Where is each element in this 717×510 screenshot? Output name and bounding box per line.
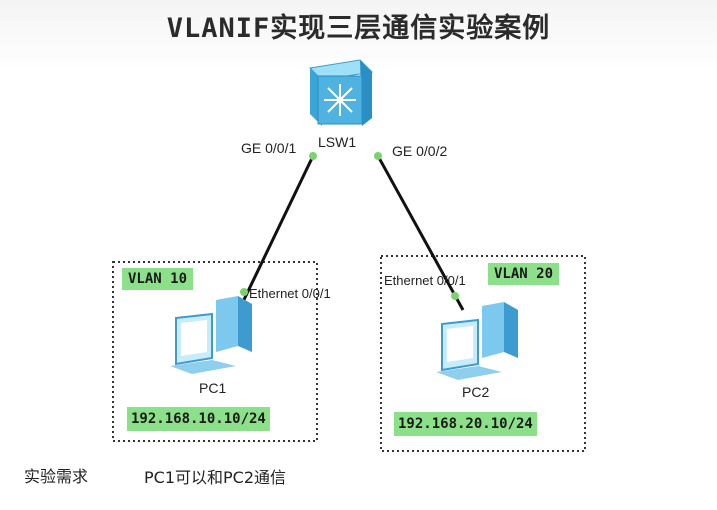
pc2-port-label: Ethernet 0/0/1 <box>384 273 466 288</box>
page-title: VLANIF实现三层通信实验案例 <box>166 13 551 44</box>
pc2-computer-icon[interactable] <box>436 302 518 380</box>
port-label-ge001: GE 0/0/1 <box>241 140 297 156</box>
port-dot-lsw1-ge002 <box>374 152 382 160</box>
switch-icon[interactable] <box>308 59 374 126</box>
requirement-label: 实验需求 <box>24 467 89 486</box>
port-label-ge002: GE 0/0/2 <box>392 143 448 159</box>
pc1-name-label: PC1 <box>199 380 227 396</box>
port-dot-lsw1-ge001 <box>309 152 317 160</box>
port-dot-pc1-eth <box>240 288 248 296</box>
pc1-ip-badge: 192.168.10.10/24 <box>127 407 270 431</box>
vlan10-badge: VLAN 10 <box>122 268 194 290</box>
link-lsw1-pc2 <box>376 155 465 311</box>
port-dot-pc2-eth <box>451 292 459 300</box>
pc2-ip-badge: 192.168.20.10/24 <box>394 412 537 436</box>
pc1-port-label: Ethernet 0/0/1 <box>249 286 331 301</box>
requirement-text: PC1可以和PC2通信 <box>144 468 287 487</box>
vlan20-badge: VLAN 20 <box>488 263 560 285</box>
pc1-computer-icon[interactable] <box>170 296 252 374</box>
vlan10-group-box <box>112 261 318 442</box>
switch-name-label: LSW1 <box>318 134 357 150</box>
pc2-name-label: PC2 <box>462 384 490 400</box>
vlan20-group-box <box>380 255 586 452</box>
link-lsw1-pc1 <box>238 155 315 309</box>
